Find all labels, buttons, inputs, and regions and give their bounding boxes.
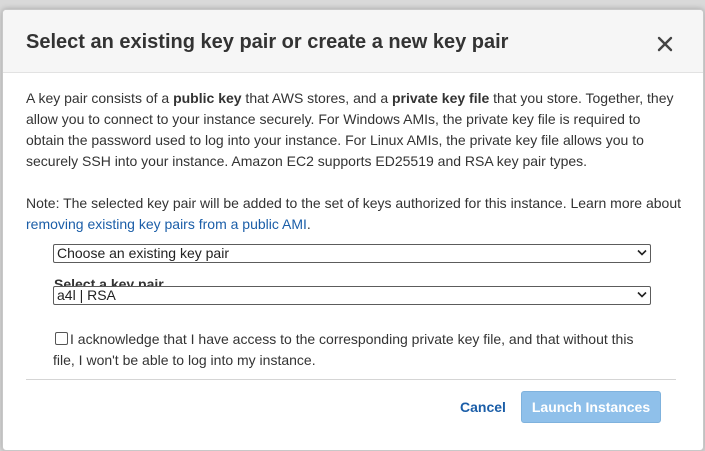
- acknowledge-checkbox[interactable]: [55, 332, 68, 345]
- note-end: .: [306, 216, 311, 232]
- key-pair-dialog: Select an existing key pair or create a …: [2, 9, 704, 451]
- key-pair-select[interactable]: a4l | RSA: [53, 286, 651, 305]
- remove-key-pairs-link[interactable]: removing existing key pairs from a publi…: [26, 216, 307, 232]
- dialog-header: Select an existing key pair or create a …: [3, 10, 703, 73]
- key-pair-mode-value: Choose an existing key pair: [57, 245, 229, 261]
- key-pair-value: a4l | RSA: [57, 287, 116, 303]
- footer-divider: [26, 379, 676, 380]
- intro-paragraph: A key pair consists of a public key that…: [26, 88, 678, 172]
- chevron-down-icon: [637, 249, 647, 256]
- close-button[interactable]: [653, 32, 677, 56]
- intro-text-2: that AWS stores, and a: [241, 90, 392, 106]
- chevron-down-icon: [637, 291, 647, 298]
- acknowledge-row: I acknowledge that I have access to the …: [53, 329, 653, 371]
- note-paragraph: Note: The selected key pair will be adde…: [26, 193, 686, 235]
- note-text: Note: The selected key pair will be adde…: [26, 195, 682, 211]
- intro-public-key: public key: [173, 90, 242, 106]
- cancel-button[interactable]: Cancel: [460, 399, 506, 415]
- acknowledge-text: I acknowledge that I have access to the …: [53, 331, 634, 368]
- intro-text-3: that you store. Together, they allow you…: [26, 90, 674, 169]
- launch-instances-button[interactable]: Launch Instances: [521, 391, 661, 423]
- intro-text-1: A key pair consists of a: [26, 90, 174, 106]
- dialog-title: Select an existing key pair or create a …: [26, 31, 509, 53]
- dialog-body: A key pair consists of a public key that…: [26, 88, 686, 235]
- intro-private-key-file: private key file: [392, 90, 490, 106]
- key-pair-mode-select[interactable]: Choose an existing key pair: [53, 244, 651, 263]
- close-icon: [657, 36, 673, 52]
